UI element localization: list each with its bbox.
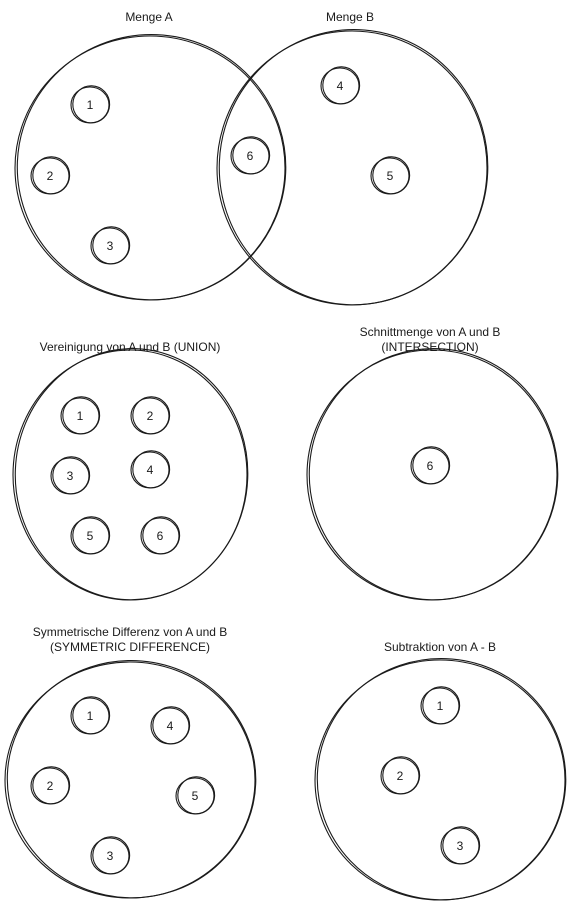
title-menge-b: Menge B xyxy=(326,10,374,25)
element-label: 2 xyxy=(147,409,154,423)
element-label: 4 xyxy=(167,719,174,733)
element-circle-sketch-stroke xyxy=(372,156,411,195)
element-circle-sketch-stroke xyxy=(72,516,111,555)
element-circle-sketch-stroke xyxy=(142,516,181,555)
element-circle-sketch-stroke xyxy=(177,776,216,815)
title-intersection: Schnittmenge von A und B (INTERSECTION) xyxy=(360,325,501,355)
union-element-5: 5 xyxy=(70,516,111,555)
menge-b-element-4: 4 xyxy=(320,66,361,105)
subtraction-element-3: 3 xyxy=(440,826,481,865)
element-circle-sketch-stroke xyxy=(72,696,111,735)
menge-b-element-5: 5 xyxy=(370,156,411,195)
element-label: 6 xyxy=(157,529,164,543)
menge-a-element-1: 1 xyxy=(70,85,111,124)
element-label: 5 xyxy=(192,789,199,803)
element-circle-sketch-stroke xyxy=(32,156,71,195)
element-circle-sketch-stroke xyxy=(92,226,131,265)
element-label: 2 xyxy=(397,769,404,783)
subtraction-element-2: 2 xyxy=(380,756,421,795)
subtraction-element-1: 1 xyxy=(420,686,461,725)
title-union: Vereinigung von A und B (UNION) xyxy=(40,340,221,355)
element-label: 6 xyxy=(427,459,434,473)
element-label: 1 xyxy=(77,409,84,423)
union-set-circle-sketch-stroke xyxy=(14,348,249,601)
symmetric-difference-element-3: 3 xyxy=(90,836,131,875)
union-element-4: 4 xyxy=(130,450,171,489)
element-label: 4 xyxy=(147,463,154,477)
element-label: 4 xyxy=(337,79,344,93)
title-line: Subtraktion von A - B xyxy=(383,640,497,654)
element-label: 1 xyxy=(87,709,94,723)
element-circle-sketch-stroke xyxy=(52,456,91,495)
symmetric-difference-element-5: 5 xyxy=(175,776,216,815)
union-element-2: 2 xyxy=(130,396,171,435)
element-label: 3 xyxy=(67,469,74,483)
title-line: Schnittmenge von A und B xyxy=(359,325,501,339)
element-circle-sketch-stroke xyxy=(322,66,361,105)
element-circle-sketch-stroke xyxy=(232,136,271,175)
symmetric-difference-element-4: 4 xyxy=(150,706,191,745)
element-label: 3 xyxy=(457,839,464,853)
element-circle-sketch-stroke xyxy=(62,396,101,435)
intersection-set-circle-sketch-stroke xyxy=(308,348,559,601)
title-line: Symmetrische Differenz von A und B xyxy=(32,625,228,639)
title-line: Menge A xyxy=(125,10,173,24)
subtraction-set-circle-sketch-stroke xyxy=(316,658,567,901)
element-circle-sketch-stroke xyxy=(422,686,461,725)
menge-a-set-circle-sketch-stroke xyxy=(16,34,287,301)
element-label: 2 xyxy=(47,169,54,183)
element-label: 1 xyxy=(437,699,444,713)
title-line: (SYMMETRIC DIFFERENCE) xyxy=(49,640,210,654)
menge-a-element-6: 6 xyxy=(230,136,271,175)
title-line: Menge B xyxy=(325,10,375,24)
intersection-element-6: 6 xyxy=(410,446,451,485)
element-circle-sketch-stroke xyxy=(132,396,171,435)
menge-a-element-3: 3 xyxy=(90,226,131,265)
element-circle-sketch-stroke xyxy=(92,836,131,875)
menge-b-set-circle-sketch-stroke xyxy=(218,29,489,306)
element-circle-sketch-stroke xyxy=(152,706,191,745)
element-label: 2 xyxy=(47,779,54,793)
element-label: 1 xyxy=(87,98,94,112)
element-circle-sketch-stroke xyxy=(132,450,171,489)
element-circle-sketch-stroke xyxy=(382,756,421,795)
element-label: 5 xyxy=(87,529,94,543)
element-circle-sketch-stroke xyxy=(412,446,451,485)
element-label: 5 xyxy=(387,169,394,183)
title-subtraction: Subtraktion von A - B xyxy=(384,640,496,655)
element-circle-sketch-stroke xyxy=(72,85,111,124)
title-menge-a: Menge A xyxy=(125,10,172,25)
title-symmetric-difference: Symmetrische Differenz von A und B (SYMM… xyxy=(33,625,228,655)
union-element-1: 1 xyxy=(60,396,101,435)
element-circle-sketch-stroke xyxy=(32,766,71,805)
menge-a-element-2: 2 xyxy=(30,156,71,195)
element-label: 3 xyxy=(107,239,114,253)
element-label: 3 xyxy=(107,849,114,863)
symmetric-difference-set-circle-sketch-stroke xyxy=(6,660,257,899)
symmetric-difference-set-circle xyxy=(4,661,256,899)
union-element-3: 3 xyxy=(50,456,91,495)
symmetric-difference-element-1: 1 xyxy=(70,696,111,735)
symmetric-difference-element-2: 2 xyxy=(30,766,71,805)
element-label: 6 xyxy=(247,149,254,163)
element-circle-sketch-stroke xyxy=(442,826,481,865)
union-element-6: 6 xyxy=(140,516,181,555)
subtraction-set-circle xyxy=(314,659,566,901)
title-line: Vereinigung von A und B (UNION) xyxy=(39,340,221,354)
title-line: (INTERSECTION) xyxy=(381,340,479,354)
